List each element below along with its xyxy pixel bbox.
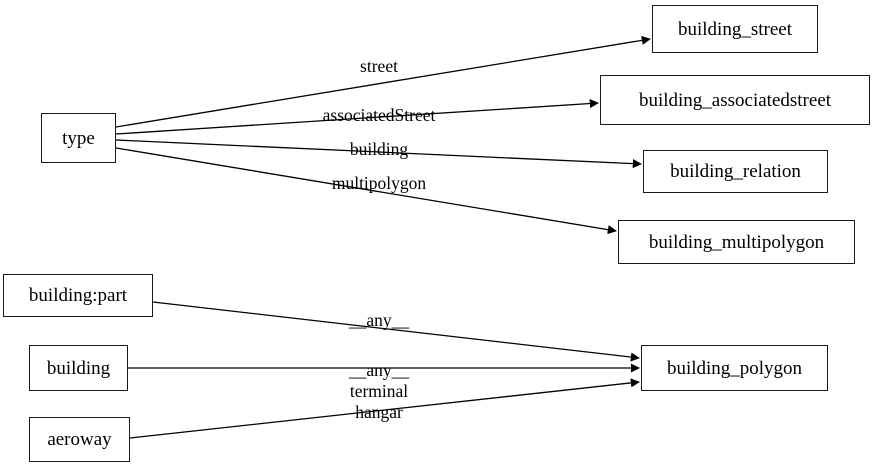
edge-label-type-to-building_associatedstreet: associatedStreet <box>322 105 436 125</box>
edge-label-aeroway-to-building_polygon: terminal hangar <box>349 381 409 422</box>
edge-label-building_part-to-building_polygon: __any__ <box>348 310 410 330</box>
node-building[interactable]: building <box>29 345 128 391</box>
edge-type-to-building_relation <box>115 139 642 169</box>
edge-aeroway-to-building_polygon <box>129 378 640 439</box>
node-aeroway[interactable]: aeroway <box>29 417 130 462</box>
node-building_associatedstreet[interactable]: building_associatedstreet <box>600 75 870 125</box>
node-building_part[interactable]: building:part <box>3 274 153 317</box>
edge-type-to-building_multipolygon <box>115 147 617 235</box>
edge-label-type-to-building_multipolygon: multipolygon <box>331 173 427 193</box>
edge-building_part-to-building_polygon <box>152 301 640 362</box>
edge-group <box>115 35 651 439</box>
edge-label-building-to-building_polygon: __any__ <box>348 360 410 380</box>
edge-type-to-building_associatedstreet <box>115 98 599 135</box>
node-building_street[interactable]: building_street <box>652 5 818 53</box>
edge-label-type-to-building_relation: building <box>349 139 409 159</box>
edge-label-type-to-building_street: street <box>360 56 398 76</box>
node-building_polygon[interactable]: building_polygon <box>641 345 828 391</box>
node-building_relation[interactable]: building_relation <box>643 150 828 193</box>
node-type[interactable]: type <box>41 113 116 163</box>
node-building_multipolygon[interactable]: building_multipolygon <box>618 220 855 264</box>
edge-type-to-building_street <box>115 35 651 128</box>
